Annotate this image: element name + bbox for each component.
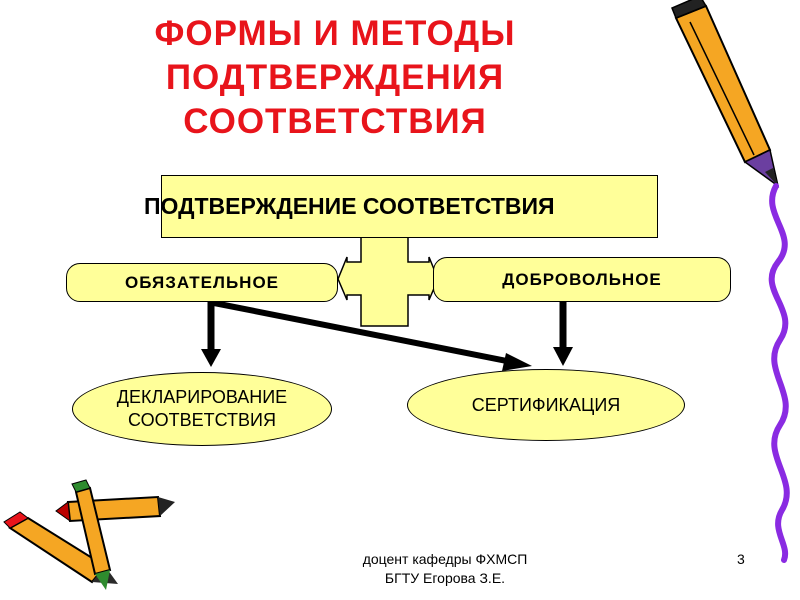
footer-author: доцент кафедры ФХМСП БГТУ Егорова З.Е. <box>315 550 575 588</box>
node-mandatory: ОБЯЗАТЕЛЬНОЕ <box>66 263 338 302</box>
title-line-2: ПОДТВЕРЖДЕНИЯ <box>165 58 505 97</box>
node-conformity-confirmation-label: ПОДТВЕРЖДЕНИЕ СООТВЕТСТВИЯ <box>144 193 555 219</box>
node-certification-label: СЕРТИФИКАЦИЯ <box>471 394 621 415</box>
title-line-1: ФОРМЫ И МЕТОДЫ <box>154 14 516 53</box>
arrowhead-voluntary <box>553 347 573 366</box>
node-conformity-confirmation: ПОДТВЕРЖДЕНИЕ СООТВЕТСТВИЯ <box>144 175 658 238</box>
title-line-3: СООТВЕТСТВИЯ <box>183 102 487 141</box>
squiggle-decoration <box>768 183 790 563</box>
node-mandatory-label: ОБЯЗАТЕЛЬНОЕ <box>124 272 280 292</box>
arrow-mandatory-certification <box>213 300 513 365</box>
arrowhead-declaration <box>201 349 221 367</box>
node-voluntary-label: ДОБРОВОЛЬНОЕ <box>502 269 662 289</box>
page-number: 3 <box>737 551 745 567</box>
pencil-icon <box>671 0 780 188</box>
connector-cross <box>337 235 439 327</box>
footer-line-2: БГТУ Егорова З.Е. <box>384 570 506 586</box>
node-declaration-line-1: ДЕКЛАРИРОВАНИЕ <box>116 387 288 407</box>
node-voluntary: ДОБРОВОЛЬНОЕ <box>433 257 731 302</box>
node-certification: СЕРТИФИКАЦИЯ <box>407 369 685 441</box>
pencils-icon <box>3 479 175 590</box>
slide-title: ФОРМЫ И МЕТОДЫ ПОДТВЕРЖДЕНИЯ СООТВЕТСТВИ… <box>100 12 570 144</box>
arrowhead-certification <box>502 353 532 371</box>
node-declaration: ДЕКЛАРИРОВАНИЕ СООТВЕТСТВИЯ <box>72 372 332 446</box>
node-declaration-line-2: СООТВЕТСТВИЯ <box>128 410 276 430</box>
footer-line-1: доцент кафедры ФХМСП <box>362 551 528 567</box>
